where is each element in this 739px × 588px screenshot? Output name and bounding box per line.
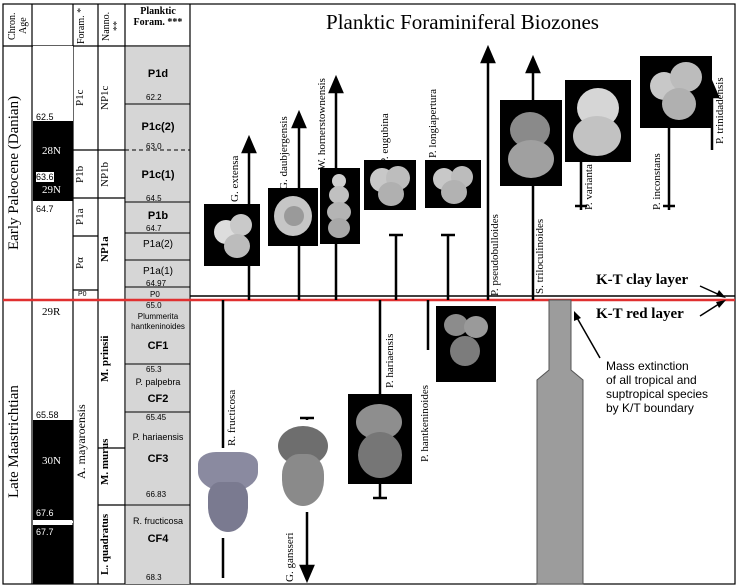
nanno-zone-np1b: NP1b [99, 161, 111, 187]
planktic-zone-column [125, 46, 190, 584]
pzone-age-64-5: 64.5 [146, 194, 162, 203]
label-s-triloculinoides: S. triloculinoides [534, 218, 546, 294]
nanno-zone-murus: M. murus [99, 438, 111, 485]
header-chron-age: Chron. Age [7, 12, 29, 40]
label-r-fructicosa: R. fructicosa [226, 389, 238, 446]
pzone-age-65-45: 65.45 [146, 413, 167, 422]
foram-zone-mayaroensis: A. mayaroensis [74, 404, 88, 480]
pzone-age-63-0: 63.0 [146, 142, 162, 151]
label-p-inconstans: P. inconstans [651, 153, 663, 210]
pzone-age-64-97: 64.97 [146, 279, 167, 288]
pzone-p1c2: P1c(2) [141, 121, 175, 133]
chron-28n-block [33, 121, 73, 171]
foram-zone-p1a: P1a [74, 208, 86, 226]
chron-age-67-7: 67.7 [36, 527, 54, 537]
epoch-early: Early Paleocene (Danian) [6, 95, 22, 251]
image-p-eugubina [364, 160, 416, 210]
pzone-p1b: P1b [147, 210, 169, 222]
label-p-eugubina: P. eugubina [379, 113, 391, 164]
foram-zone-palpha: Pα [74, 257, 86, 269]
epoch-late: Late Maastrichtian [6, 385, 22, 499]
label-p-longiapertura: P. longiapertura [427, 88, 439, 158]
extinction-line-3: suptropical species [606, 387, 709, 401]
pzone-p1a1: P1a(1) [142, 266, 173, 277]
header-planktic-foram: Planktic Foram. *** [133, 6, 183, 28]
image-s-triloculinoides [565, 80, 631, 162]
foram-zone-p1b: P1b [74, 165, 86, 183]
chron-age-64-7: 64.7 [36, 204, 54, 214]
image-r-fructicosa [192, 448, 264, 538]
chron-30n-block [33, 420, 73, 520]
chron-age-63-6: 63.6 [36, 172, 54, 182]
pzone-cf4: CF4 [147, 533, 169, 545]
pzone-age-62-2: 62.2 [146, 93, 162, 102]
pzone-hariaensis: P. hariaensis [132, 432, 184, 442]
image-g-gansseri [272, 420, 334, 512]
chron-lower-block [33, 525, 73, 584]
chron-29n: 29N [42, 184, 61, 196]
kt-clay-label: K-T clay layer [596, 272, 689, 288]
pzone-p1c1: P1c(1) [141, 169, 175, 181]
pzone-cf1: CF1 [147, 340, 169, 352]
extinction-line-4: by K/T boundary [606, 401, 694, 415]
label-p-hantkeninoides: P. hantkeninoides [419, 385, 431, 462]
pzone-age-68-3: 68.3 [146, 573, 162, 582]
label-w-hornerstownensis: W. hornerstownensis [316, 78, 328, 170]
foram-zone-p0: P0 [78, 291, 87, 298]
image-p-pseudobulloides [500, 100, 562, 186]
extinction-note: Mass extinction of all tropical and supt… [606, 359, 708, 415]
chron-29r: 29R [42, 306, 61, 318]
extinction-line-1: Mass extinction [606, 359, 689, 373]
label-p-hariaensis: P. hariaensis [384, 333, 396, 388]
pzone-age-66-83: 66.83 [146, 490, 167, 499]
pzone-p1d: P1d [147, 68, 169, 80]
header-nanno: Nanno. ** [101, 11, 123, 41]
nanno-zone-np1a: NP1a [99, 236, 111, 262]
image-p-hariaensis [348, 394, 412, 484]
pzone-age-65-0: 65.0 [146, 301, 162, 310]
table-frame [2, 3, 736, 585]
label-p-pseudobulloides: P. pseudobulloides [489, 214, 501, 296]
image-g-extensa [204, 204, 260, 266]
planktic-zone-dividers [125, 45, 190, 506]
foram-zone-p1c: P1c [74, 89, 86, 107]
pzone-plummerita: Plummerita hantkeninoides [131, 312, 185, 331]
image-w-hornerstownensis [320, 168, 360, 244]
mass-extinction-bar [536, 299, 584, 585]
pzone-palpebra: P. palpebra [135, 377, 181, 387]
kt-red-label: K-T red layer [596, 306, 684, 322]
pzone-age-65-3: 65.3 [146, 365, 162, 374]
pzone-p1a2: P1a(2) [142, 239, 173, 250]
nanno-zone-np1c: NP1c [99, 85, 111, 111]
label-g-extensa: G. extensa [229, 155, 241, 202]
label-g-daubjergensis: G. daubjergensis [278, 116, 290, 190]
extinction-line-2: of all tropical and [606, 373, 697, 387]
page-title: Planktic Foraminiferal Biozones [326, 10, 599, 34]
pzone-fructicosa: R. fructicosa [132, 516, 183, 526]
nanno-zone-quadratus: L. quadratus [99, 513, 111, 576]
pzone-p0: P0 [150, 290, 160, 299]
image-p-hantkeninoides [436, 306, 496, 382]
pzone-cf3: CF3 [147, 453, 169, 465]
pzone-cf2: CF2 [147, 393, 169, 405]
label-p-trinidadensis: P. trinidadensis [714, 77, 726, 144]
chron-age-67-6: 67.6 [36, 508, 54, 518]
nanno-zone-prinsii: M. prinsii [99, 335, 111, 383]
chron-28n: 28N [42, 145, 61, 157]
pzone-age-64-7: 64.7 [146, 224, 162, 233]
chron-30n: 30N [42, 455, 61, 467]
image-p-longiapertura [425, 160, 481, 208]
image-p-varianta [640, 56, 712, 128]
image-g-daubjergensis [268, 188, 318, 246]
header-foram: Foram. * [76, 7, 87, 45]
chron-age-65-58: 65.58 [36, 410, 59, 420]
label-g-gansseri: G. gansseri [284, 532, 296, 583]
chron-age-62-5: 62.5 [36, 112, 54, 122]
